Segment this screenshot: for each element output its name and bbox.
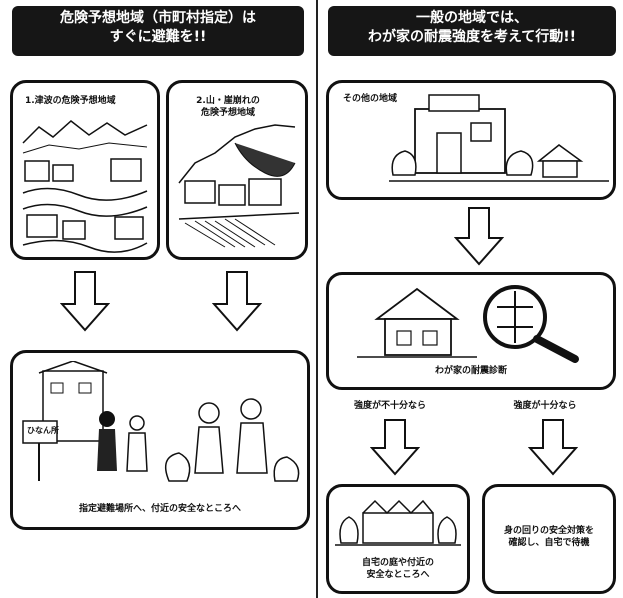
down-arrow-icon xyxy=(212,271,262,332)
magnifier-icon xyxy=(483,285,579,363)
evacuation-caption: 指定避難場所へ、付近の安全なところへ xyxy=(78,504,241,514)
tsunami-illustration xyxy=(22,120,148,253)
center-divider xyxy=(316,0,318,598)
outcome-stay-panel: 身の回りの安全対策を 確認し、自宅で待機 xyxy=(482,484,616,594)
other-area-panel: その他の地域 xyxy=(326,80,616,200)
family-icon xyxy=(97,398,268,474)
diagnosis-panel: わが家の耐震診断 xyxy=(326,272,616,390)
evacuation-illustration xyxy=(22,361,300,482)
evacuation-panel: ひなん所 指定避難場所へ、付近の安全なところへ xyxy=(10,350,310,530)
diagnosis-illustration xyxy=(357,285,579,363)
left-banner-line1: 危険予想地域（市町村指定）は xyxy=(60,10,256,26)
landslide-area-label-line1: 2.山・崖崩れの xyxy=(196,96,260,106)
tsunami-area-panel: 1.津波の危険予想地域 xyxy=(10,80,160,260)
outcome-evacuate-text: 自宅の庭や付近の 安全なところへ xyxy=(329,557,467,581)
landslide-area-panel: 2.山・崖崩れの 危険予想地域 xyxy=(166,80,308,260)
outcome-stay-line1: 身の回りの安全対策を xyxy=(503,526,594,536)
diagnosis-caption: わが家の耐震診断 xyxy=(434,366,507,376)
right-banner-line2: わが家の耐震強度を考えて行動!! xyxy=(367,29,577,45)
left-banner-line2: すぐに避難を!! xyxy=(109,29,207,45)
outcome-stay-text: 身の回りの安全対策を 確認し、自宅で待機 xyxy=(485,525,613,549)
house-icon xyxy=(389,94,609,182)
outcome-evacuate-line1: 自宅の庭や付近の xyxy=(361,558,434,568)
outcome-stay-line2: 確認し、自宅で待機 xyxy=(508,538,590,548)
insufficient-strength-label: 強度が不十分なら xyxy=(353,401,426,411)
outcome-evacuate-line2: 安全なところへ xyxy=(366,570,430,580)
outcome-evacuate-panel: 自宅の庭や付近の 安全なところへ xyxy=(326,484,470,594)
garden-illustration xyxy=(335,499,461,546)
other-area-label: その他の地域 xyxy=(343,94,398,104)
left-banner: 危険予想地域（市町村指定）は すぐに避難を!! xyxy=(12,6,304,56)
down-arrow-icon xyxy=(454,207,504,266)
right-banner-line1: 一般の地域では、 xyxy=(416,10,528,26)
sufficient-strength-label: 強度が十分なら xyxy=(513,401,577,411)
sign-label: ひなん所 xyxy=(27,426,59,435)
down-arrow-icon xyxy=(370,419,420,476)
right-banner: 一般の地域では、 わが家の耐震強度を考えて行動!! xyxy=(328,6,616,56)
tsunami-area-label: 1.津波の危険予想地域 xyxy=(25,96,116,106)
down-arrow-icon xyxy=(60,271,110,332)
down-arrow-icon xyxy=(528,419,578,476)
landslide-area-label-line2: 危険予想地域 xyxy=(200,108,255,118)
landslide-area-label: 2.山・崖崩れの 危険予想地域 xyxy=(183,95,273,119)
landslide-illustration xyxy=(178,124,300,248)
